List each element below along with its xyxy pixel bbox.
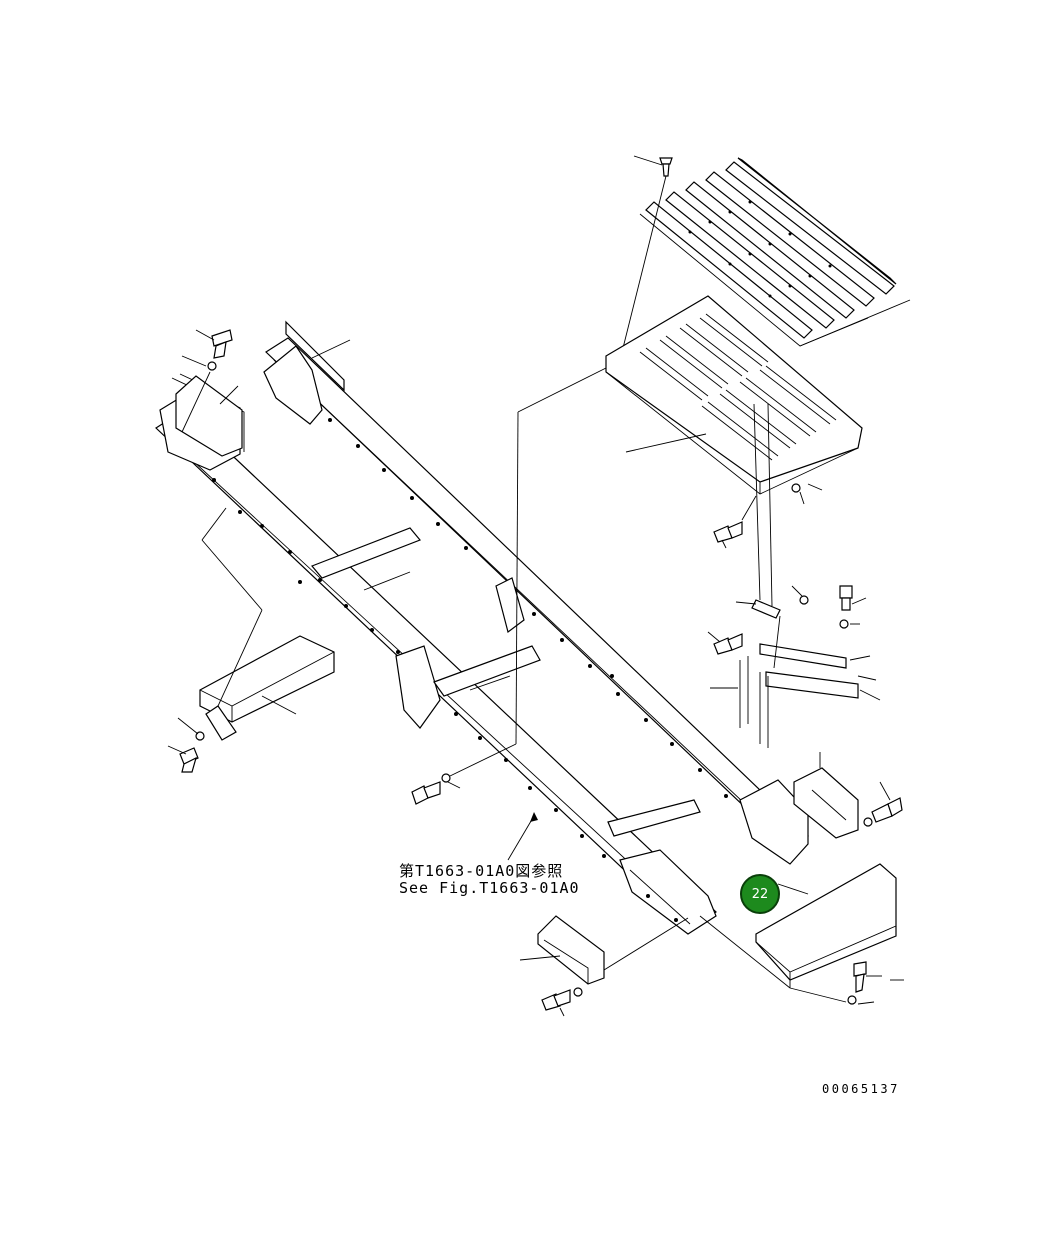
right-frame-rail bbox=[263, 337, 809, 865]
reference-note-en: See Fig.T1663-01A0 bbox=[399, 879, 580, 897]
drawing-number: 00065137 bbox=[822, 1082, 900, 1096]
grating-holes bbox=[688, 200, 832, 298]
rail-top-plate bbox=[285, 320, 351, 392]
cross-members bbox=[311, 527, 701, 837]
left-cover-and-bolt bbox=[175, 329, 243, 457]
step-ladder-assembly bbox=[707, 403, 881, 748]
right-lower-bolt bbox=[847, 961, 904, 1005]
left-frame-rail bbox=[155, 373, 717, 935]
right-lower-cover bbox=[699, 863, 897, 1003]
grating-plates bbox=[639, 157, 911, 347]
right-side-bracket bbox=[793, 752, 903, 839]
left-lower-bolt bbox=[167, 717, 205, 773]
bottom-left-bracket bbox=[519, 915, 689, 1017]
reference-leader bbox=[507, 815, 535, 861]
center-bolt bbox=[411, 411, 519, 805]
step-platform bbox=[517, 295, 863, 495]
top-screw bbox=[621, 155, 673, 353]
left-lower-bracket bbox=[199, 507, 335, 741]
reference-note-jp: 第T1663-01A0図参照 bbox=[399, 862, 564, 880]
right-rail-holes bbox=[328, 418, 728, 798]
platform-bolts bbox=[713, 483, 823, 549]
left-rail-holes bbox=[212, 478, 678, 922]
part-callout-22[interactable]: 22 bbox=[740, 874, 780, 914]
